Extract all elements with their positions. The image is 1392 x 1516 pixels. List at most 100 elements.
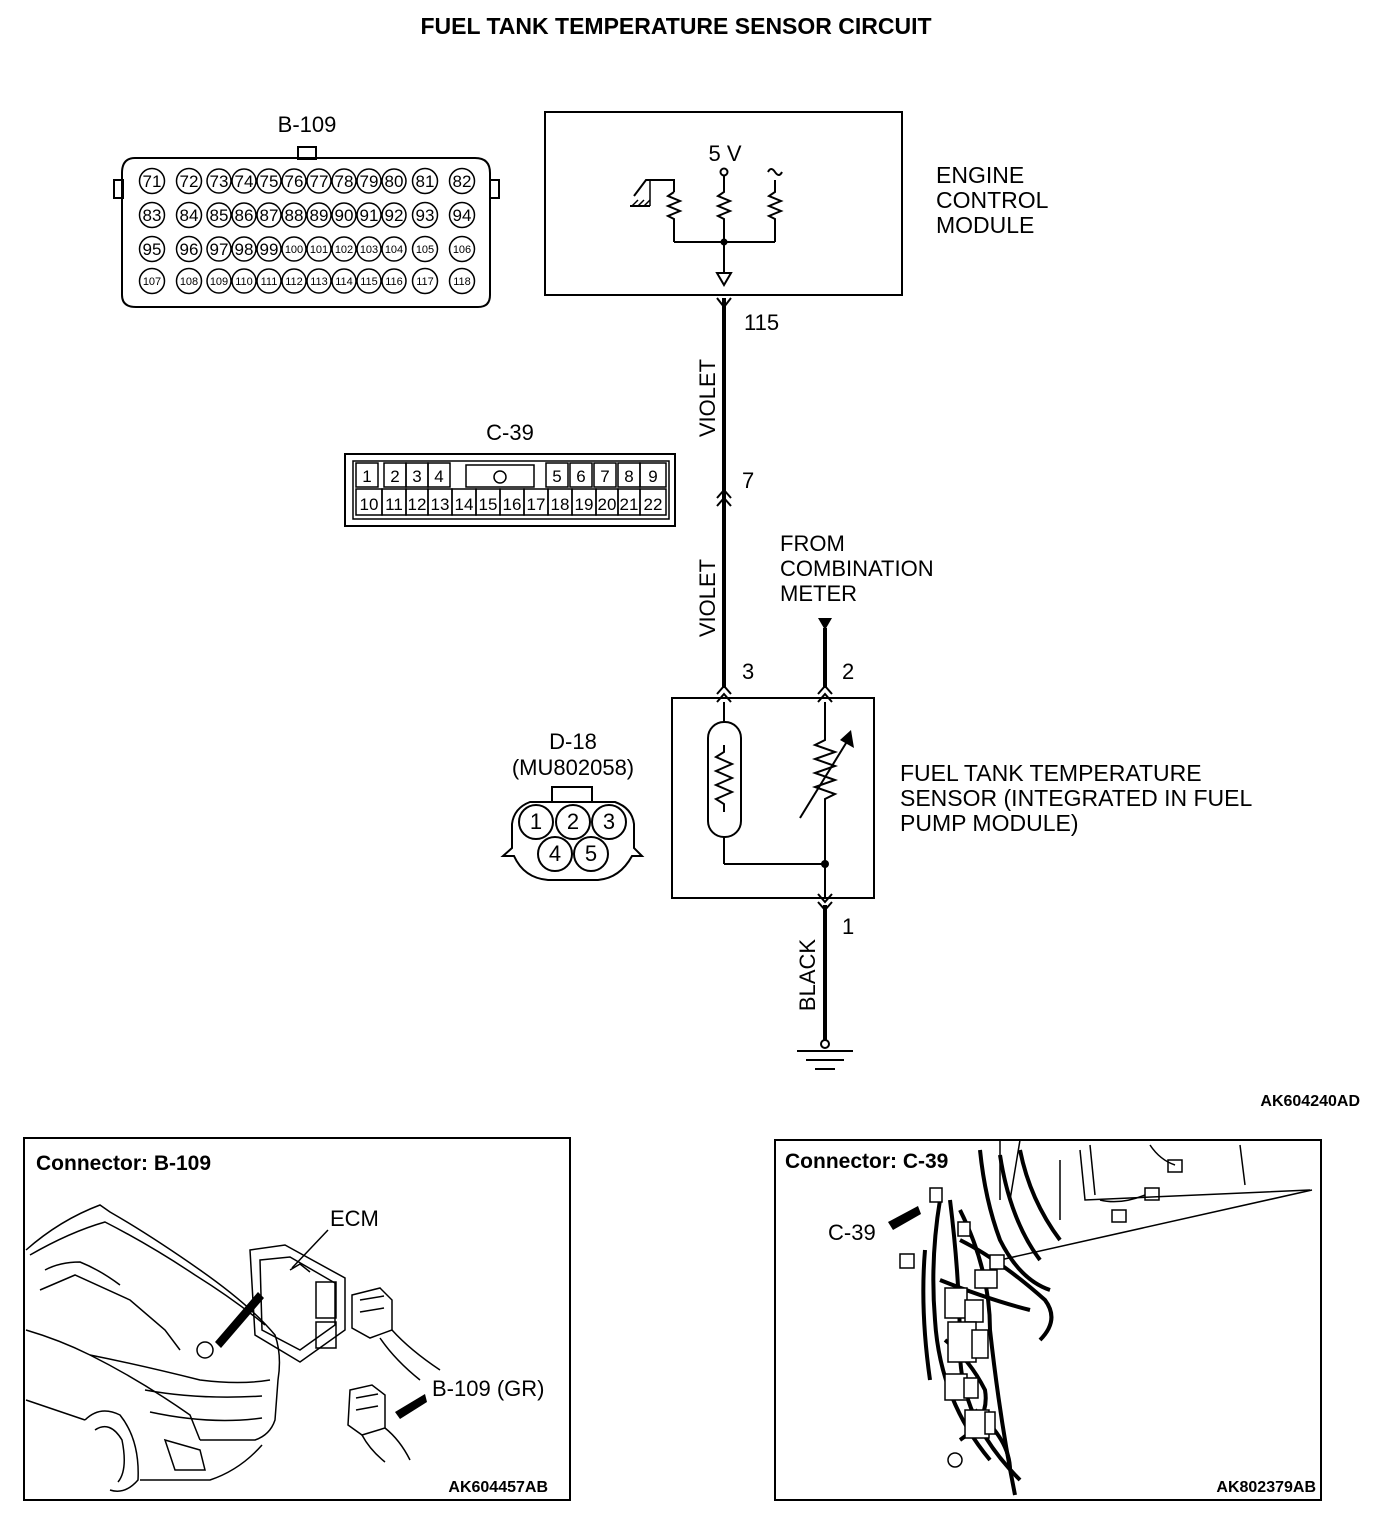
c39-pin-label: 1 <box>362 467 371 486</box>
b109-pin-72 <box>175 167 203 195</box>
ecm-unit-illustration <box>249 1244 441 1463</box>
b109-callout-label: B-109 (GR) <box>432 1376 544 1401</box>
c39-pin-label: 16 <box>503 495 522 514</box>
panel-b109-code: AK604457AB <box>448 1479 548 1496</box>
b109-location-arrow <box>395 1394 427 1419</box>
b109-pin-104 <box>381 236 407 262</box>
b109-pin-label: 75 <box>260 172 279 191</box>
combination-meter-line-3: METER <box>780 581 857 606</box>
b109-pin-label: 103 <box>360 244 378 256</box>
c39-pin-label: 13 <box>431 495 450 514</box>
combination-meter-line-1: FROM <box>780 531 845 556</box>
connector-b109-body <box>121 157 491 308</box>
b109-pin-label: 82 <box>453 172 472 191</box>
d18-pin-label: 2 <box>567 809 579 834</box>
ecm-callout-label: ECM <box>330 1206 379 1231</box>
b109-pin-label: 117 <box>416 276 434 288</box>
b109-pin-label: 99 <box>260 240 279 259</box>
b109-pin-88 <box>281 202 307 228</box>
ecm-terminal-115: 115 <box>744 310 779 335</box>
panel-b109-title: Connector: B-109 <box>36 1152 211 1175</box>
c39-pin-6 <box>569 462 593 488</box>
b109-pin-label: 110 <box>235 276 253 288</box>
b109-pin-label: 116 <box>385 276 403 288</box>
engine-control-module: 5 V ENGINE CONTROL MODULE <box>544 111 1049 296</box>
b109-pin-94 <box>448 201 476 229</box>
b109-pin-89 <box>306 202 332 228</box>
b109-pin-102 <box>331 236 357 262</box>
connector-d18-part-number: (MU802058) <box>512 755 634 780</box>
c39-pin-1 <box>355 462 379 488</box>
panel-connector-c39: Connector: C-39 <box>774 1139 1322 1501</box>
c39-location-arrow <box>888 1206 921 1230</box>
c39-pin-label: 2 <box>390 467 399 486</box>
b109-pin-label: 73 <box>210 172 229 191</box>
connector-b109-left-tab <box>113 179 124 199</box>
b109-pin-76 <box>281 168 307 194</box>
b109-pin-label: 76 <box>285 172 304 191</box>
b109-pin-98 <box>231 236 257 262</box>
ecm-supply-voltage: 5 V <box>708 141 741 166</box>
b109-pin-107 <box>138 267 166 295</box>
sensor-thermistor <box>811 736 839 864</box>
c39-pin-label: 22 <box>644 495 663 514</box>
d18-pin-5 <box>573 836 609 872</box>
c39-pin-7-label: 7 <box>742 468 754 493</box>
wire-color-black: BLACK <box>795 939 820 1011</box>
b109-pin-103 <box>356 236 382 262</box>
ecm-terminal-marker <box>716 297 732 309</box>
b109-pin-label: 81 <box>416 172 435 191</box>
b109-pin-73 <box>206 168 232 194</box>
ecm-label-line-2: CONTROL <box>936 187 1049 213</box>
connector-b109-name: B-109 <box>278 112 337 137</box>
connector-b109-right-tab <box>489 179 500 199</box>
connector-c39-body <box>344 453 676 527</box>
c39-pin-label: 15 <box>479 495 498 514</box>
b109-pin-label: 104 <box>385 244 403 256</box>
b109-pin-77 <box>306 168 332 194</box>
b109-pin-label: 94 <box>453 206 472 225</box>
combination-meter-arrow <box>818 618 832 630</box>
b109-pin-71 <box>138 167 166 195</box>
b109-pin-label: 80 <box>385 172 404 191</box>
b109-pin-97 <box>206 236 232 262</box>
b109-pin-115 <box>356 268 382 294</box>
b109-pin-label: 78 <box>335 172 354 191</box>
b109-pin-95 <box>138 235 166 263</box>
c39-pin-label: 19 <box>575 495 594 514</box>
b109-pin-label: 114 <box>335 276 353 288</box>
b109-pin-label: 105 <box>416 244 434 256</box>
d18-pin-1 <box>518 804 554 840</box>
b109-pin-99 <box>256 236 282 262</box>
b109-pin-label: 101 <box>310 244 328 256</box>
b109-pin-83 <box>138 201 166 229</box>
b109-pin-label: 109 <box>210 276 228 288</box>
c39-pin-label: 21 <box>620 495 639 514</box>
c39-pin-22 <box>639 488 667 516</box>
d18-pin-2 <box>555 804 591 840</box>
ecm-resistor-left <box>665 191 683 242</box>
c39-pin-label: 14 <box>455 495 474 514</box>
wire-color-violet-lower: VIOLET <box>695 559 720 637</box>
b109-pin-100 <box>281 236 307 262</box>
b109-pin-113 <box>306 268 332 294</box>
b109-pin-label: 86 <box>235 206 254 225</box>
ecm-label-line-1: ENGINE <box>936 162 1024 188</box>
c39-pin-label: 11 <box>385 495 403 514</box>
sensor-label-line-1: FUEL TANK TEMPERATURE <box>900 760 1202 786</box>
c39-pin-label: 7 <box>600 467 609 486</box>
d18-pin-4 <box>537 836 573 872</box>
b109-pin-74 <box>231 168 257 194</box>
b109-pin-82 <box>448 167 476 195</box>
panel-b109-frame <box>23 1137 571 1501</box>
b109-pin-78 <box>331 168 357 194</box>
b109-pin-label: 100 <box>285 244 303 256</box>
c39-pin-label: 3 <box>412 467 421 486</box>
fuel-tank-temperature-sensor: FUEL TANK TEMPERATURE SENSOR (INTEGRATED… <box>671 697 1252 899</box>
b109-pin-116 <box>381 268 407 294</box>
ecm-label-line-3: MODULE <box>936 212 1034 238</box>
harness-illustration <box>999 1139 1313 1261</box>
c39-pin-label: 17 <box>527 495 546 514</box>
sensor-label-line-2: SENSOR (INTEGRATED IN FUEL <box>900 785 1252 811</box>
b109-pin-label: 115 <box>360 276 378 288</box>
